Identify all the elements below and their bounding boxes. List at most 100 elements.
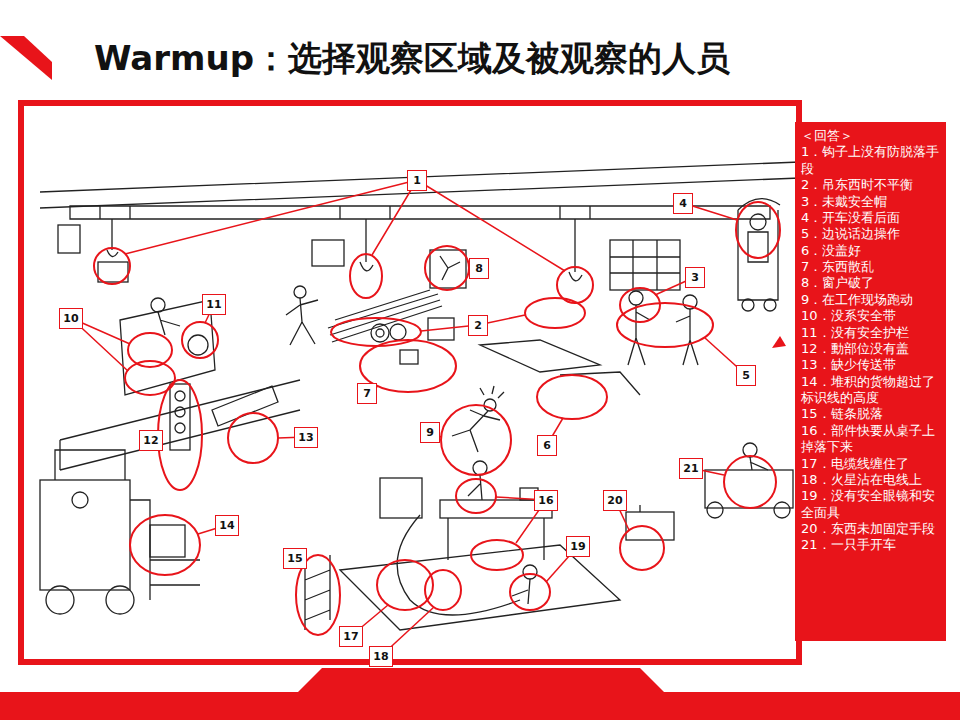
callout-box: 20 <box>603 490 626 511</box>
panel-heading: ＜回答＞ <box>801 128 941 144</box>
callout-box: 1 <box>407 170 427 191</box>
signal-lamp <box>175 423 185 433</box>
signal-light <box>170 384 190 450</box>
callout-box: 3 <box>685 267 705 288</box>
person <box>286 298 318 345</box>
bottom-bar <box>0 668 960 720</box>
callout-number: 16 <box>538 494 553 507</box>
conveyor-machine <box>60 380 300 470</box>
answer-item: 1．钩子上没有防脱落手段 <box>801 144 941 177</box>
person <box>523 565 537 579</box>
hook <box>569 219 582 281</box>
answer-item: 5．边说话边操作 <box>801 226 941 242</box>
callout-number: 15 <box>287 552 302 565</box>
callout-number: 17 <box>343 630 358 643</box>
answer-item: 9．在工作现场跑动 <box>801 292 941 308</box>
window <box>610 240 680 290</box>
answer-item: 16．部件快要从桌子上掉落下来 <box>801 423 941 456</box>
signal-lamp <box>175 407 185 417</box>
wall-picture <box>312 240 344 266</box>
cargo <box>150 525 185 557</box>
hazard-circle <box>456 479 496 513</box>
slide-title: Warmup：选择观察区域及被观察的人员 <box>94 36 730 82</box>
answer-item: 6．没盖好 <box>801 243 941 259</box>
box <box>400 350 418 364</box>
hazard-circle <box>471 540 523 570</box>
floor-sheets <box>480 340 640 395</box>
forklift <box>40 480 130 590</box>
answer-item: 11．没有安全护栏 <box>801 325 941 341</box>
motion-marks <box>480 386 504 398</box>
hazard-circle <box>331 318 421 346</box>
hazard-circle <box>620 526 664 570</box>
answer-item: 2．吊东西时不平衡 <box>801 177 941 193</box>
machine <box>120 300 215 395</box>
coil <box>390 324 406 340</box>
answer-item: 7．东西散乱 <box>801 259 941 275</box>
callout-number: 6 <box>543 439 551 452</box>
callout-box: 10 <box>59 308 82 329</box>
answer-item: 3．未戴安全帽 <box>801 194 941 210</box>
callout-number: 5 <box>742 369 750 382</box>
callout-box: 21 <box>679 458 702 479</box>
cable <box>397 515 520 615</box>
callout-number: 4 <box>679 197 687 210</box>
callout-box: 7 <box>357 383 377 404</box>
callout-box: 2 <box>468 315 488 336</box>
callout-box: 18 <box>369 646 392 667</box>
answer-item: 19．没有安全眼镜和安全面具 <box>801 488 941 521</box>
hazard-circle <box>441 405 511 475</box>
callout-box: 5 <box>736 365 756 386</box>
answer-item: 21．一只手开车 <box>801 537 941 553</box>
answer-item: 12．動部位没有盖 <box>801 341 941 357</box>
hazard-circle <box>228 413 278 463</box>
floor-plate <box>340 545 620 630</box>
person <box>676 309 698 365</box>
person <box>512 579 530 604</box>
callout-box: 17 <box>339 626 362 647</box>
answer-item: 14．堆积的货物超过了标识线的高度 <box>801 374 941 407</box>
hook <box>107 219 118 257</box>
callout-box: 9 <box>420 422 440 443</box>
corner-mark <box>0 36 52 80</box>
broken-window <box>430 250 466 288</box>
person <box>629 291 643 305</box>
callout-number: 20 <box>607 494 622 507</box>
trolley <box>100 206 590 219</box>
hazard-circle <box>425 570 461 610</box>
hazard-circle <box>425 246 469 290</box>
wheel <box>46 586 74 614</box>
callout-number: 12 <box>143 434 158 447</box>
wheel <box>106 586 134 614</box>
running-person <box>452 410 500 452</box>
callout-number: 21 <box>683 462 698 475</box>
window-grid <box>610 240 680 290</box>
signal-lamp <box>175 391 185 401</box>
hazard-circle <box>350 254 382 298</box>
hazard-circle <box>525 298 585 328</box>
wheel <box>764 299 776 311</box>
answer-item: 13．缺少传送带 <box>801 357 941 373</box>
coil <box>371 324 389 342</box>
callout-number: 18 <box>373 650 388 663</box>
forklift-driver <box>72 492 88 508</box>
forklift <box>55 450 200 600</box>
coil <box>376 329 384 337</box>
person <box>628 305 650 365</box>
hazard-circle <box>510 574 550 610</box>
pipe-bundle <box>328 290 442 342</box>
answer-item: 18．火星沾在电线上 <box>801 472 941 488</box>
pointer-arrow <box>772 336 786 348</box>
answer-item: 20．东西未加固定手段 <box>801 521 941 537</box>
answer-item: 4．开车没看后面 <box>801 210 941 226</box>
barrier <box>305 555 330 630</box>
callout-number: 9 <box>426 426 434 439</box>
callout-number: 1 <box>413 174 421 187</box>
answer-item: 15．链条脱落 <box>801 406 941 422</box>
callout-number: 11 <box>206 298 221 311</box>
hazard-circle <box>130 515 200 575</box>
hazard-circle <box>617 303 713 347</box>
hazard-circle <box>724 456 776 508</box>
answer-item: 10．没系安全带 <box>801 308 941 324</box>
